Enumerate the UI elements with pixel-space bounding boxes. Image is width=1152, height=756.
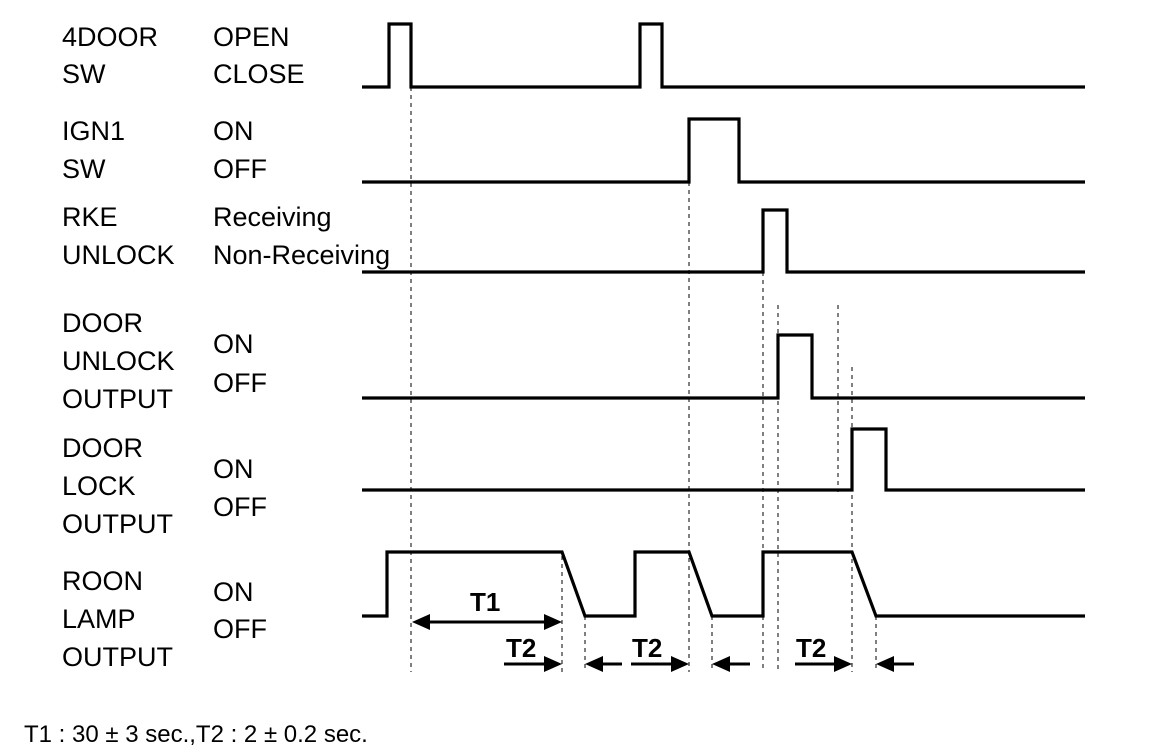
footnote: T1 : 30 ± 3 sec.,T2 : 2 ± 0.2 sec. [24, 721, 368, 748]
t2-first-in-head [544, 656, 562, 672]
label-room-lamp-output-2: LAMP [62, 604, 136, 634]
label-rke-unlock-1: RKE [62, 202, 118, 232]
waveform-door-unlock-output [362, 333, 1085, 400]
label-door-unlock-output-1: DOOR [62, 308, 143, 338]
label-door-lock-output-1: DOOR [62, 433, 143, 463]
label-4door-sw-1: 4DOOR [62, 22, 158, 52]
label-door-lock-output-2: LOCK [62, 471, 136, 501]
t2-second-in-head [671, 656, 689, 672]
label-door-unlock-output-3: OUTPUT [62, 384, 173, 414]
state-ign1-on: ON [213, 116, 254, 146]
state-rke-receiving: Receiving [213, 202, 332, 232]
state-door-lock-off: OFF [213, 492, 267, 522]
label-rke-unlock-2: UNLOCK [62, 240, 175, 270]
state-ign1-off: OFF [213, 154, 267, 184]
waveform-4door-sw [362, 22, 1085, 89]
t2-label-first: T2 [506, 633, 536, 663]
t2-third-out-head [876, 656, 894, 672]
label-ign1-sw-1: IGN1 [62, 116, 125, 146]
t2-first-out-head [585, 656, 603, 672]
label-door-unlock-output-2: UNLOCK [62, 346, 175, 376]
state-4door-open: OPEN [213, 22, 290, 52]
waveform-ign1-sw [362, 117, 1085, 184]
t2-label-second: T2 [632, 633, 662, 663]
state-door-unlock-off: OFF [213, 368, 267, 398]
t2-third-in-head [834, 656, 852, 672]
state-room-lamp-off: OFF [213, 614, 267, 644]
t2-label-third: T2 [796, 633, 826, 663]
label-room-lamp-output-3: OUTPUT [62, 642, 173, 672]
guide-lines [410, 87, 877, 672]
t1-arrow-head-right [544, 614, 562, 630]
state-door-unlock-on: ON [213, 329, 254, 359]
state-rke-non-receiving: Non-Receiving [213, 240, 390, 270]
waveforms [362, 22, 1085, 618]
label-room-lamp-output-1: ROON [62, 566, 143, 596]
t1-arrow-head-left [412, 614, 430, 630]
waveform-room-lamp-output [362, 550, 1085, 618]
label-ign1-sw-2: SW [62, 154, 106, 184]
waveform-rke-unlock [362, 208, 1085, 274]
t2-second-out-head [712, 656, 730, 672]
signal-labels: 4DOOR SW IGN1 SW RKE UNLOCK DOOR UNLOCK … [62, 22, 175, 672]
t2-intervals: T2 T2 T2 [504, 633, 914, 672]
waveform-door-lock-output [362, 427, 1085, 492]
state-labels: OPEN CLOSE ON OFF Receiving Non-Receivin… [213, 22, 390, 644]
label-door-lock-output-3: OUTPUT [62, 509, 173, 539]
state-4door-close: CLOSE [213, 59, 305, 89]
label-4door-sw-2: SW [62, 59, 106, 89]
t1-label: T1 [470, 587, 500, 617]
t1-interval: T1 [412, 587, 562, 630]
state-room-lamp-on: ON [213, 577, 254, 607]
state-door-lock-on: ON [213, 454, 254, 484]
